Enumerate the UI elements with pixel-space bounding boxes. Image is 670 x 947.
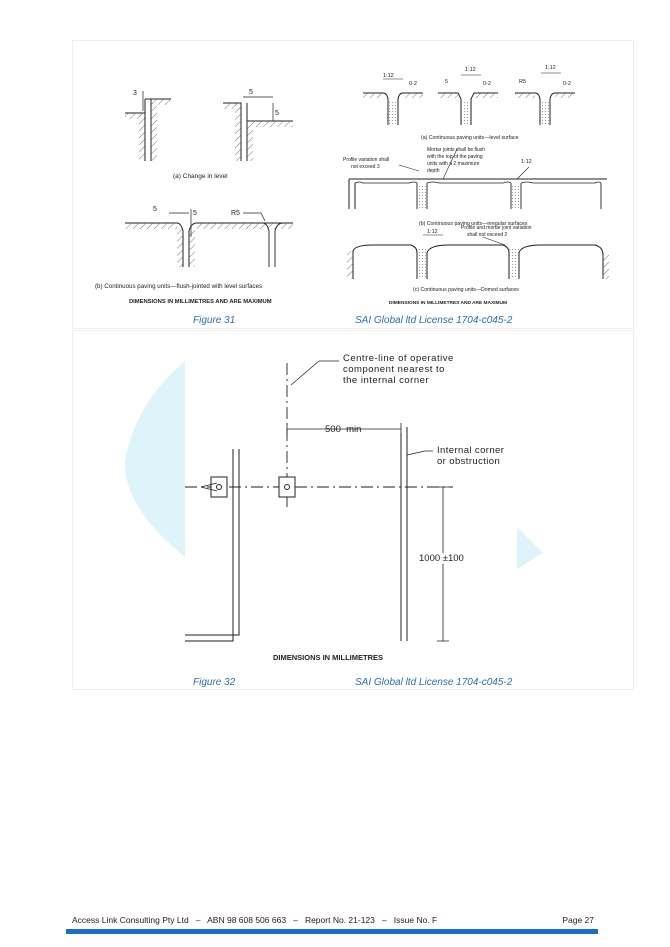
figure-31: 3 5 5 (a) Change in level 5 5 R5 (b) Con… bbox=[72, 40, 634, 329]
centre-line-note-2: component nearest to bbox=[343, 364, 445, 375]
right-bot-note-2: shall not exceed 2 bbox=[467, 232, 508, 238]
internal-corner-note: Internal corner or obstruction bbox=[437, 445, 504, 467]
dimension-1000 bbox=[437, 486, 449, 642]
figure-31-caption: Figure 31 bbox=[193, 315, 236, 326]
right-mid-mortar-note: Mortar joints shall be flush with the to… bbox=[427, 147, 486, 174]
footer-page-number: Page 27 bbox=[562, 915, 594, 925]
dimension-500 bbox=[286, 423, 402, 435]
figure-32-dims-note: DIMENSIONS IN MILLIMETRES bbox=[273, 653, 384, 662]
footer-bar bbox=[66, 929, 598, 934]
figure-32-drawing bbox=[124, 360, 543, 642]
right-bot-dim: 1:12 bbox=[427, 229, 438, 235]
right-mid-label: (b) Continuous paving units—irregular su… bbox=[419, 221, 528, 227]
internal-corner-note-2: or obstruction bbox=[437, 456, 501, 467]
panel-b-dim-2: 5 bbox=[193, 210, 197, 217]
dimension-500-label: 500 min bbox=[325, 424, 362, 435]
right-bot-label: (c) Continuous paving units—Domed surfac… bbox=[413, 287, 519, 293]
right-bot-domed-surfaces bbox=[347, 234, 609, 279]
decorative-triangle bbox=[517, 527, 543, 569]
right-mid-profile-note: Profile variation shall not exceed 3 bbox=[343, 157, 391, 170]
switch-left bbox=[200, 476, 228, 498]
right-top-label: (a) Continuous paving units—level surfac… bbox=[421, 135, 519, 141]
panel-b-dim-1: 5 bbox=[153, 206, 157, 213]
centre-line-note-1: Centre-line of operative bbox=[343, 353, 454, 364]
decorative-arc bbox=[124, 361, 185, 557]
right-mid-mortar-note-4: depth bbox=[427, 168, 440, 174]
figure-32: Centre-line of operative component neare… bbox=[72, 330, 634, 690]
figure-31-drawing: 3 5 5 (a) Change in level 5 5 R5 (b) Con… bbox=[95, 65, 609, 306]
figure-32-caption: Figure 32 bbox=[193, 677, 236, 688]
right-top-dim-5: 0-2 bbox=[483, 81, 491, 87]
dimension-1000-label: 1000 ±100 bbox=[419, 553, 464, 564]
right-top-level-surface bbox=[363, 72, 575, 125]
panel-a-dim-1: 3 bbox=[133, 90, 137, 97]
right-bot-note-1: Profile and mortar joint variation bbox=[461, 225, 532, 231]
leader-centre-line bbox=[290, 360, 339, 386]
centre-line-note-3: the internal corner bbox=[343, 375, 430, 386]
right-bot-note: Profile and mortar joint variation shall… bbox=[461, 225, 533, 238]
panel-a-change-in-level bbox=[125, 91, 293, 161]
internal-corner-note-1: Internal corner bbox=[437, 445, 505, 456]
right-mid-mortar-note-3: units with a 2 maximum bbox=[427, 161, 479, 167]
right-top-dim-4: 1:12 bbox=[465, 67, 476, 73]
panel-b-label: (b) Continuous paving units—flush-jointe… bbox=[95, 283, 262, 290]
right-dims-note: DIMENSIONS IN MILLIMETRES AND ARE MAXIMU… bbox=[389, 300, 507, 306]
right-mid-profile-note-2: not exceed 3 bbox=[351, 164, 380, 170]
right-mid-dim: 1:12 bbox=[521, 159, 532, 165]
figure-31-license: SAI Global ltd License 1704-c045-2 bbox=[355, 315, 513, 326]
switch-centre bbox=[278, 476, 296, 498]
right-mid-mortar-note-1: Mortar joints shall be flush bbox=[427, 147, 485, 153]
right-mid-irregular-surfaces bbox=[348, 148, 607, 209]
panel-b-dim-3: R5 bbox=[231, 210, 240, 217]
right-top-dim-6: R5 bbox=[519, 79, 526, 85]
leader-internal-corner bbox=[406, 450, 433, 456]
right-top-dim-8: 0-2 bbox=[563, 81, 571, 87]
right-top-dim-7: 1:12 bbox=[545, 65, 556, 71]
panel-b-flush-jointed bbox=[125, 209, 293, 267]
panel-a-label: (a) Change in level bbox=[173, 173, 228, 180]
figure-32-license: SAI Global ltd License 1704-c045-2 bbox=[355, 677, 513, 688]
footer-company-info: Access Link Consulting Pty Ltd – ABN 98 … bbox=[72, 915, 438, 925]
right-top-dim-3: 5 bbox=[445, 79, 448, 85]
centre-line-note: Centre-line of operative component neare… bbox=[343, 353, 454, 386]
figure-32-walls bbox=[185, 427, 408, 642]
panel-a-dim-2: 5 bbox=[249, 89, 253, 96]
panel-a-dim-3: 5 bbox=[275, 110, 279, 117]
panel-b-dims-note: DIMENSIONS IN MILLIMETRES AND ARE MAXIMU… bbox=[129, 299, 272, 305]
right-mid-profile-note-1: Profile variation shall bbox=[343, 157, 389, 163]
right-mid-mortar-note-2: with the top of the paving bbox=[427, 154, 483, 160]
right-top-dim-2: 0-2 bbox=[409, 81, 417, 87]
right-top-dim-1: 1:12 bbox=[383, 73, 394, 79]
